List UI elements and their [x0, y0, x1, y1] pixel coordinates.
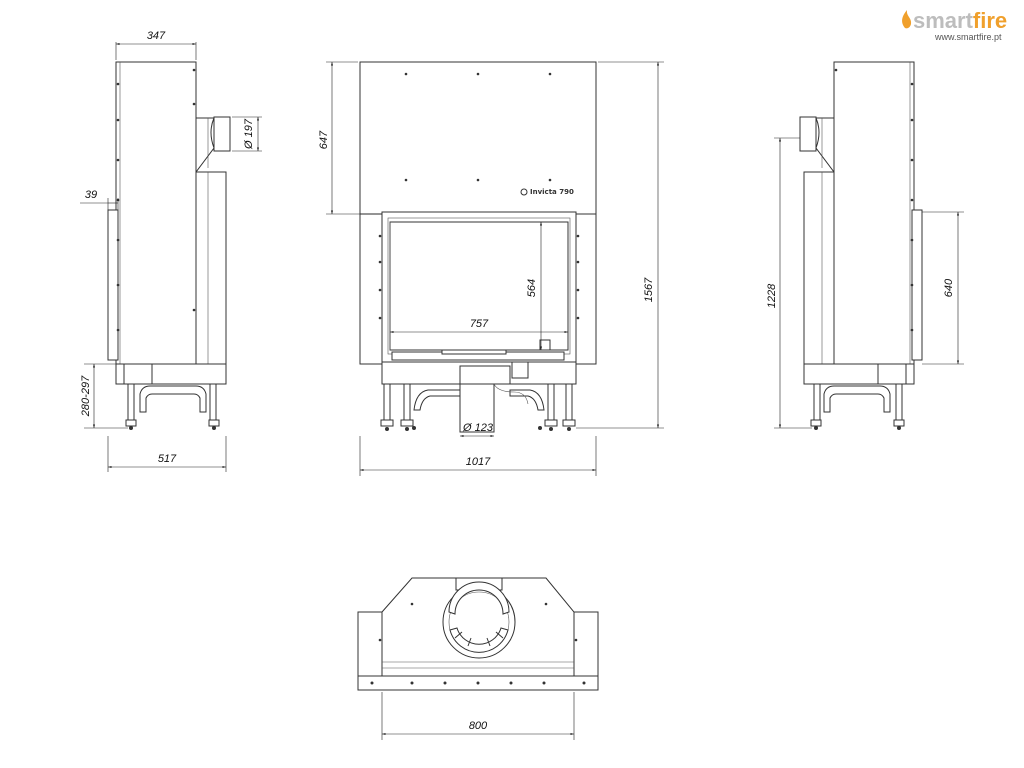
dim-right-height: 1228 — [766, 283, 778, 308]
front-view: Invicta 790 647 564 757 1567 — [318, 61, 664, 476]
right-side-view: 1228 640 — [766, 61, 964, 430]
dim-front-window-height: 564 — [526, 279, 538, 297]
dim-side-offset: 39 — [85, 189, 97, 201]
dim-side-flue-diameter: Ø 197 — [243, 118, 255, 150]
dim-front-upper-height: 647 — [318, 130, 330, 149]
dim-side-depth-top: 347 — [147, 30, 166, 42]
brand-name-prefix: smart — [913, 8, 974, 33]
top-view: 800 — [357, 577, 599, 740]
brand-logo: smartfire www.smartfire.pt — [902, 8, 1007, 42]
dim-front-air-inlet: Ø 123 — [462, 422, 494, 434]
dim-front-window-width: 757 — [470, 318, 489, 330]
brand-url: www.smartfire.pt — [934, 32, 1002, 42]
svg-text:smartfire: smartfire — [913, 8, 1007, 33]
left-side-view: 347 Ø 197 39 280-297 517 — [80, 30, 262, 472]
dim-front-total-width: 1017 — [466, 456, 491, 468]
brand-name-suffix: fire — [973, 8, 1007, 33]
dim-top-width: 800 — [469, 720, 488, 732]
product-badge: Invicta 790 — [530, 188, 574, 196]
dim-side-legs: 280-297 — [80, 375, 92, 417]
flame-icon — [902, 10, 912, 29]
dim-front-total-height: 1567 — [643, 277, 655, 302]
dim-side-depth-bottom: 517 — [158, 453, 177, 465]
dim-right-window-height: 640 — [943, 278, 955, 297]
